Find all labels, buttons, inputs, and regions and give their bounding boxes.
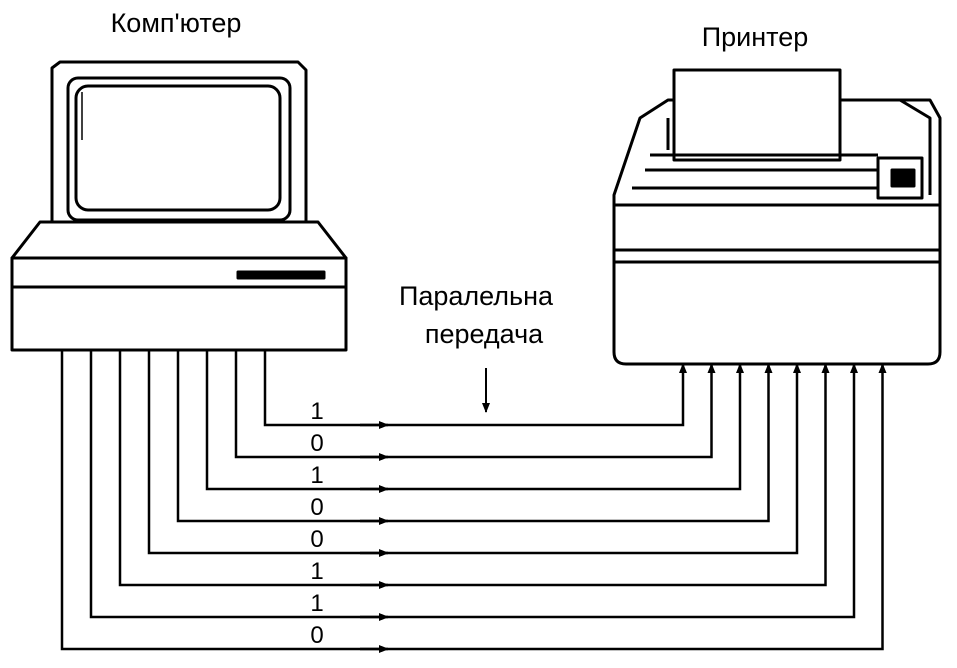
data-line-6 [118,350,830,587]
bit-label-1: 1 [310,398,323,425]
transfer-label-line1: Паралельна [399,281,554,311]
data-line-1 [263,350,687,427]
bit-label-2: 0 [310,430,323,457]
data-line-4 [176,350,773,523]
transfer-label-line2: передача [425,319,544,349]
data-line-5 [147,350,801,555]
printer-label: Принтер [702,22,809,52]
bit-label-5: 0 [310,526,323,553]
data-line-2 [234,350,716,459]
bit-label-3: 1 [310,462,323,489]
printer-icon [612,68,942,366]
bit-label-4: 0 [310,494,323,521]
bit-label-7: 1 [310,590,323,617]
bit-label-6: 1 [310,558,323,585]
data-line-8 [60,350,887,651]
data-lines: 1 0 1 0 0 1 1 0 [60,350,887,653]
computer-label: Комп'ютер [111,8,242,38]
computer-icon [10,60,348,352]
bit-label-8: 0 [310,622,323,649]
data-line-7 [89,350,858,619]
data-line-3 [205,350,744,491]
